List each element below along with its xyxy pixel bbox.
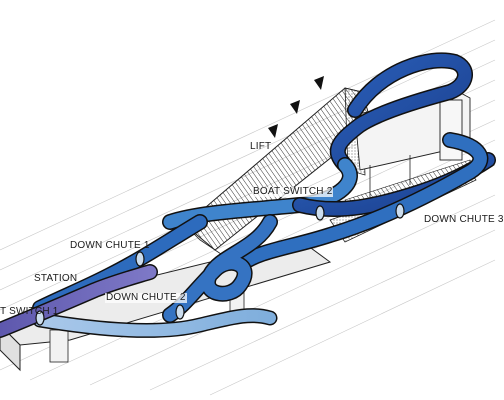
label-lift: LIFT — [250, 141, 272, 152]
arrow-icon — [268, 76, 324, 138]
label-boat-switch-1: T SWITCH 1 — [0, 306, 59, 317]
support-tower — [439, 99, 463, 161]
channel-station — [0, 264, 158, 338]
channel-lower-exit — [32, 308, 278, 338]
label-station: STATION — [34, 273, 78, 284]
label-boat-switch-2: BOAT SWITCH 2 — [252, 186, 334, 197]
gate-markers — [35, 203, 405, 326]
channel-s-curve — [162, 214, 278, 323]
label-down-chute-1: DOWN CHUTE 1 — [70, 240, 150, 251]
label-down-chute-2: DOWN CHUTE 2 — [105, 292, 187, 303]
support-pier — [49, 329, 69, 363]
label-down-chute-3: DOWN CHUTE 3 — [424, 214, 504, 225]
